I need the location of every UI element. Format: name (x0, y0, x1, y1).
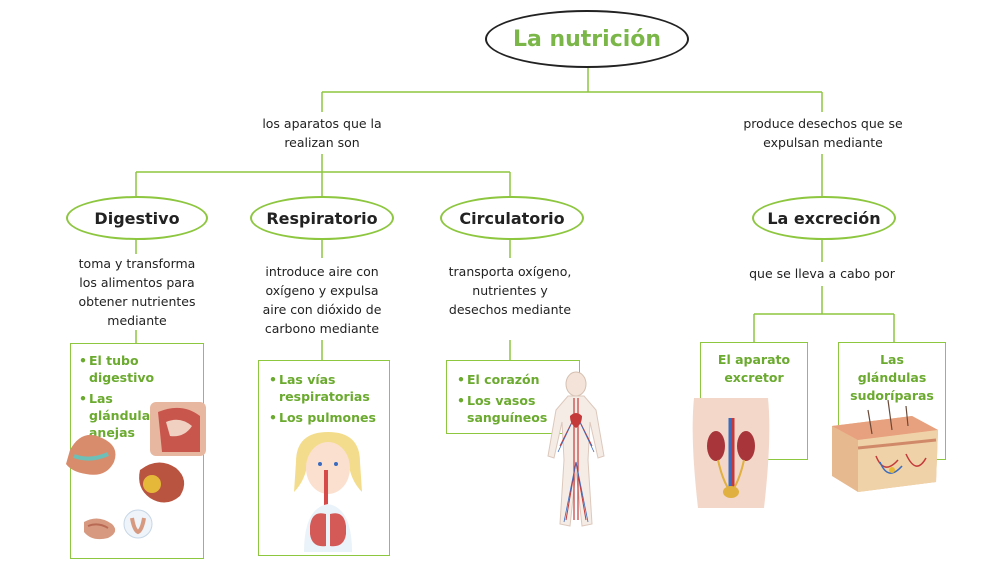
oval-label: Respiratorio (266, 208, 378, 228)
oval-circulatorio: Circulatorio (440, 196, 584, 240)
list-item: Los pulmones (269, 409, 389, 426)
page-title: La nutrición (512, 26, 662, 52)
oval-respiratorio: Respiratorio (250, 196, 394, 240)
oval-label: Circulatorio (459, 208, 565, 228)
list-item: Los vasos sanguíneos (457, 392, 547, 426)
right-branch-text: produce desechos que se expulsan mediant… (735, 114, 911, 152)
oval-label: La excreción (767, 208, 881, 228)
oval-label: Digestivo (94, 208, 180, 228)
respiratorio-description: introduce aire con oxígeno y expulsa air… (255, 262, 389, 338)
left-branch-text: los aparatos que la realizan son (255, 114, 389, 152)
oval-digestivo: Digestivo (66, 196, 208, 240)
circulatory-body-illustration (547, 371, 605, 527)
oval-excrecion: La excreción (752, 196, 896, 240)
list-item: Las vías respiratorias (269, 371, 389, 405)
digestive-organs-illustration (66, 402, 206, 540)
skin-illustration (832, 399, 938, 492)
box-label: Las glándulas sudoríparas (850, 352, 934, 403)
respiratory-girl-illustration (294, 432, 362, 552)
title-oval: La nutrición (485, 10, 689, 68)
excrecion-description: que se lleva a cabo por (742, 264, 902, 283)
kidneys-illustration (692, 398, 770, 508)
list-item: El corazón (457, 371, 579, 388)
list-item: Las glándulas anejas (79, 390, 158, 441)
list-item: El tubo digestivo (79, 352, 203, 386)
box-label: El aparato excretor (717, 352, 791, 385)
digestivo-description: toma y transforma los alimentos para obt… (70, 254, 204, 330)
circulatorio-description: transporta oxígeno, nutrientes y desecho… (446, 262, 574, 319)
